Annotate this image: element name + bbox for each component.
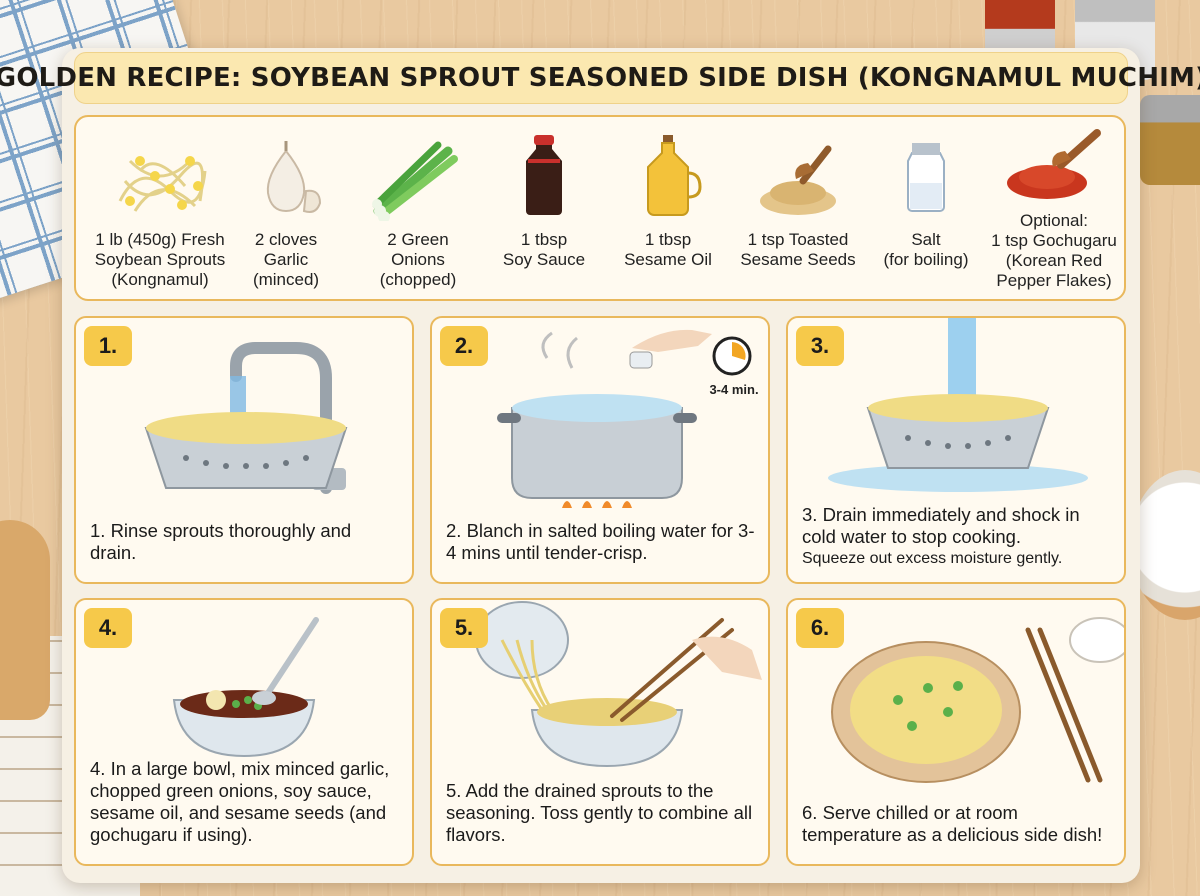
step-number-badge: 5.: [440, 608, 488, 648]
step-number-badge: 1.: [84, 326, 132, 366]
rice-bowl: [1130, 470, 1200, 620]
step-note: Squeeze out excess moisture gently.: [802, 550, 1063, 567]
salt-shaker-icon: [907, 143, 945, 212]
ingredient-item: Salt(for boiling): [860, 117, 992, 269]
sesame-seeds-icon: [760, 145, 836, 215]
colander-cold-water-illustration: [828, 318, 1088, 492]
soy-sauce-bottle-icon: [526, 135, 562, 215]
garlic-icon: [266, 141, 322, 213]
serving-plate-illustration: [831, 617, 1124, 783]
colander-faucet-illustration: [144, 342, 348, 494]
spice-jar: [1140, 95, 1200, 185]
step-number-badge: 6.: [796, 608, 844, 648]
bean-sprouts-icon: [118, 156, 207, 212]
step-instruction: 2. Blanch in salted boiling water for 3-…: [446, 520, 755, 563]
title-banner: GOLDEN RECIPE: SOYBEAN SPROUT SEASONED S…: [0, 52, 1200, 104]
boiling-pot-illustration: 3-4 min.: [497, 329, 759, 508]
step-card-6: 6. 6. Serve chilled or at room temperatu…: [786, 598, 1126, 866]
green-onion-icon: [372, 141, 458, 221]
step-instruction: 1. Rinse sprouts thoroughly and drain.: [90, 520, 352, 563]
step-instruction: 5. Add the drained sprouts to the season…: [446, 780, 753, 845]
gochugaru-icon: [1007, 129, 1101, 199]
tossing-sprouts-illustration: [475, 601, 762, 768]
step-number-badge: 3.: [796, 326, 844, 366]
step-card-1: 1. 1. Rinse sprouts thoroughly and drain…: [74, 316, 414, 584]
seasoning-bowl-illustration: [172, 617, 319, 758]
step-number-badge: 4.: [84, 608, 132, 648]
step-instruction: 3. Drain immediately and shock in cold w…: [802, 504, 1112, 570]
step-number-badge: 2.: [440, 326, 488, 366]
page-title: GOLDEN RECIPE: SOYBEAN SPROUT SEASONED S…: [0, 63, 1200, 93]
step-card-5: 5. 5. Add the drained sprouts to the sea…: [430, 598, 770, 866]
wooden-spoon: [0, 520, 50, 720]
step-instruction: 4. In a large bowl, mix minced garlic, c…: [90, 758, 390, 845]
step-card-3: 3. 3. Drain immediately and shock in col…: [786, 316, 1126, 584]
timer-label: 3-4 min.: [709, 382, 758, 397]
step-card-4: 4. 4. In a large bowl, mix minced garlic…: [74, 598, 414, 866]
ingredient-label: Salt(for boiling): [883, 230, 969, 269]
step-instruction: 6. Serve chilled or at room temperature …: [802, 802, 1103, 845]
sesame-oil-bottle-icon: [647, 135, 702, 216]
step-card-2: 3-4 min. 2. 2. Blanch in salted boiling …: [430, 316, 770, 584]
